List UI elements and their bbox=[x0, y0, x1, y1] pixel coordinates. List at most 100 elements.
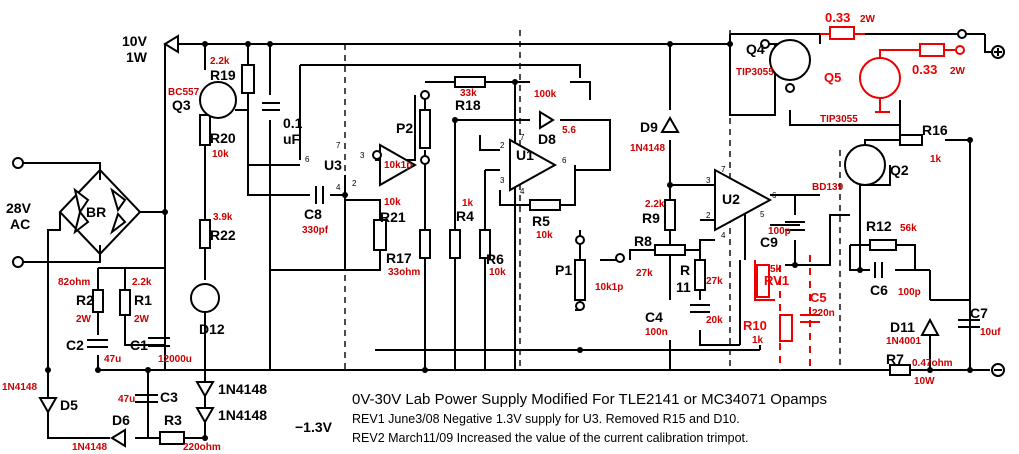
svg-text:D11: D11 bbox=[890, 319, 915, 335]
top-rail bbox=[165, 33, 985, 45]
svg-text:2: 2 bbox=[352, 179, 357, 188]
svg-text:U3: U3 bbox=[324, 157, 342, 173]
aux-label-2: 1W bbox=[126, 49, 148, 65]
svg-text:Q4: Q4 bbox=[746, 41, 765, 57]
svg-text:C6: C6 bbox=[870, 282, 888, 298]
svg-text:3.9k: 3.9k bbox=[213, 212, 233, 223]
svg-text:20k: 20k bbox=[706, 315, 723, 326]
svg-text:100n: 100n bbox=[645, 327, 668, 338]
rv1-body bbox=[756, 264, 770, 298]
svg-text:R7: R7 bbox=[886, 351, 904, 367]
svg-text:6: 6 bbox=[772, 191, 777, 200]
svg-text:2W: 2W bbox=[950, 66, 966, 77]
svg-text:47u: 47u bbox=[118, 394, 135, 405]
svg-text:27k: 27k bbox=[706, 276, 723, 287]
svg-text:330pf: 330pf bbox=[302, 225, 329, 236]
svg-text:D6: D6 bbox=[112, 412, 130, 428]
aux-label-1: 10V bbox=[122, 33, 148, 49]
svg-text:1k: 1k bbox=[930, 154, 942, 165]
svg-text:R21: R21 bbox=[380, 209, 406, 225]
svg-text:33k: 33k bbox=[460, 88, 477, 99]
svg-text:10k1p: 10k1p bbox=[595, 282, 623, 293]
svg-text:47u: 47u bbox=[104, 354, 121, 365]
svg-text:R17: R17 bbox=[386, 250, 412, 266]
resistor-033-right bbox=[919, 43, 945, 57]
svg-text:10k: 10k bbox=[489, 267, 506, 278]
u2-body bbox=[714, 168, 773, 232]
u1-body bbox=[509, 138, 558, 192]
svg-text:11: 11 bbox=[676, 279, 691, 295]
svg-text:2: 2 bbox=[500, 141, 505, 150]
d12-circle bbox=[190, 283, 220, 313]
svg-text:220ohm: 220ohm bbox=[183, 442, 221, 453]
svg-text:2.2k: 2.2k bbox=[645, 199, 665, 210]
svg-text:C1: C1 bbox=[130, 337, 148, 353]
svg-text:R19: R19 bbox=[210, 67, 236, 83]
svg-text:10k: 10k bbox=[536, 230, 553, 241]
svg-text:D8: D8 bbox=[538, 131, 556, 147]
diagram-title: 0V-30V Lab Power Supply Modified For TLE… bbox=[352, 391, 827, 408]
svg-text:4: 4 bbox=[721, 231, 726, 240]
svg-text:C7: C7 bbox=[970, 305, 988, 321]
svg-text:Q2: Q2 bbox=[890, 162, 909, 178]
svg-text:R3: R3 bbox=[164, 412, 182, 428]
svg-text:C2: C2 bbox=[66, 337, 84, 353]
svg-text:6: 6 bbox=[305, 155, 310, 164]
q4-circle bbox=[769, 39, 811, 81]
ac-label-1: 28V bbox=[6, 200, 32, 216]
revision-2: REV2 March11/09 Increased the value of t… bbox=[352, 431, 749, 445]
bridge-label: BR bbox=[86, 204, 106, 220]
svg-text:5k: 5k bbox=[770, 264, 782, 275]
svg-text:2.2k: 2.2k bbox=[210, 56, 230, 67]
svg-text:P1: P1 bbox=[555, 262, 572, 278]
svg-text:R1: R1 bbox=[134, 292, 152, 308]
svg-text:10k: 10k bbox=[384, 197, 401, 208]
svg-text:2: 2 bbox=[706, 211, 711, 220]
svg-text:1N4148: 1N4148 bbox=[630, 143, 665, 154]
svg-text:27k: 27k bbox=[636, 268, 653, 279]
svg-text:Q3: Q3 bbox=[172, 97, 191, 113]
svg-text:10k: 10k bbox=[212, 149, 229, 160]
ac-label-2: AC bbox=[10, 216, 30, 232]
svg-text:1k: 1k bbox=[752, 335, 764, 346]
svg-text:U1: U1 bbox=[516, 147, 534, 163]
svg-text:100p: 100p bbox=[898, 287, 921, 298]
svg-text:D5: D5 bbox=[60, 397, 78, 413]
svg-text:C9: C9 bbox=[760, 234, 778, 250]
bridge-rectifier bbox=[58, 168, 142, 256]
svg-text:1N4148: 1N4148 bbox=[218, 381, 267, 397]
svg-text:0.33: 0.33 bbox=[912, 62, 937, 77]
svg-text:100k: 100k bbox=[534, 89, 557, 100]
svg-text:RV1: RV1 bbox=[764, 273, 789, 288]
svg-text:7: 7 bbox=[336, 141, 341, 150]
svg-text:4: 4 bbox=[336, 183, 341, 192]
svg-text:7: 7 bbox=[721, 165, 726, 174]
svg-text:3: 3 bbox=[360, 151, 365, 160]
svg-text:1N4148: 1N4148 bbox=[2, 382, 37, 393]
svg-text:Q5: Q5 bbox=[824, 70, 841, 85]
svg-text:10k1p: 10k1p bbox=[384, 160, 412, 171]
svg-text:TIP3055: TIP3055 bbox=[820, 114, 858, 125]
u3-body bbox=[379, 143, 418, 187]
svg-text:R4: R4 bbox=[456, 208, 474, 224]
svg-text:D9: D9 bbox=[640, 119, 658, 135]
svg-text:2W: 2W bbox=[76, 314, 92, 325]
resistor-033-top bbox=[829, 26, 855, 40]
svg-text:P2: P2 bbox=[396, 120, 413, 136]
svg-text:R6: R6 bbox=[486, 251, 504, 267]
svg-text:6: 6 bbox=[562, 156, 567, 165]
svg-text:D12: D12 bbox=[199, 321, 225, 337]
svg-text:R: R bbox=[680, 262, 690, 278]
svg-text:10W: 10W bbox=[914, 376, 935, 387]
svg-text:R12: R12 bbox=[866, 218, 892, 234]
svg-text:3: 3 bbox=[500, 176, 505, 185]
svg-text:220n: 220n bbox=[812, 308, 835, 319]
svg-text:0.47ohm: 0.47ohm bbox=[912, 358, 953, 369]
svg-text:R9: R9 bbox=[642, 210, 660, 226]
svg-text:5.6: 5.6 bbox=[562, 125, 576, 136]
svg-text:4: 4 bbox=[520, 187, 525, 196]
neg-supply-label: −1.3V bbox=[295, 419, 333, 435]
svg-text:5: 5 bbox=[760, 210, 765, 219]
revision-1: REV1 June3/08 Negative 1.3V supply for U… bbox=[352, 412, 740, 426]
